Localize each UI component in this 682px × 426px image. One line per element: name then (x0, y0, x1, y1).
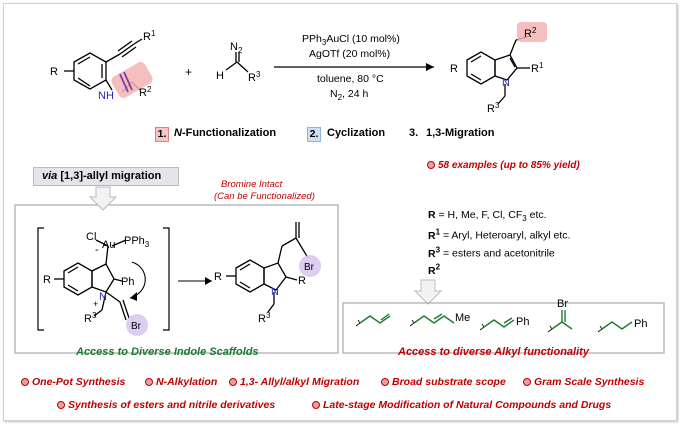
feature-migration: 1,3- Allyl/alkyl Migration (229, 376, 359, 388)
feature-late-stage: Late-stage Modification of Natural Compo… (312, 399, 611, 411)
substituent-r1: R1 = Aryl, Heteroaryl, alkyl etc. (428, 227, 571, 242)
atom-n-prod: N (271, 286, 279, 298)
step-1-badge: 1. (155, 127, 169, 142)
product-atom-r2: R2 (524, 26, 537, 40)
feature-scope: Broad substrate scope (381, 376, 506, 388)
product-atom-n: N (502, 77, 510, 89)
product-atom-r: R (450, 63, 458, 75)
bromine-note-line2: (Can be Functionalized) (214, 191, 315, 202)
atom-pph3: PPh3 (124, 235, 150, 249)
br-highlight-1 (126, 314, 148, 336)
alkyl-label-me: Me (455, 312, 470, 324)
product-atom-r3: R3 (487, 101, 500, 115)
r2-highlight (111, 61, 153, 99)
alkyl-panel-border (342, 302, 665, 354)
alkyl-fragments (355, 310, 633, 333)
step-3-label: 1,3-Migration (426, 127, 495, 139)
substituent-r: R = H, Me, F, Cl, CF3 etc. (428, 209, 547, 224)
atom-minus: - (95, 244, 99, 256)
alkyl-down-arrow (413, 279, 443, 305)
atom-r1: R1 (143, 29, 156, 43)
plus-sign: + (185, 65, 192, 79)
br-highlight-2 (299, 255, 321, 277)
atom-cl: Cl (86, 231, 96, 243)
alkyl-label-ph1: Ph (516, 316, 529, 328)
substituent-r3: R3 = esters and acetonitrile (428, 245, 555, 260)
atom-au: Au (102, 239, 115, 251)
bromine-note-line1: Bromine Intact (221, 179, 283, 190)
intermediate-brackets (37, 227, 170, 331)
mechanism-product (226, 222, 309, 313)
atom-r-prod: R (214, 271, 222, 283)
alkyl-label-ph2: Ph (634, 318, 647, 330)
atom-r: R (50, 66, 58, 78)
via-prefix: via (42, 170, 58, 182)
feature-gram-scale: Gram Scale Synthesis (523, 376, 644, 388)
step-3-num: 3. (409, 127, 419, 139)
condition-additive: AgOTf (20 mol%) (309, 48, 391, 60)
condition-atmosphere: N2, 24 h (330, 88, 369, 103)
atom-n-int: N (99, 291, 107, 303)
substituent-r2: R2 (428, 262, 441, 277)
bond-cleavage-mark (123, 71, 133, 91)
alkyl-label-br: Br (557, 298, 568, 310)
atom-br-int: Br (131, 321, 142, 332)
product-r2-highlight (517, 22, 547, 42)
via-down-arrow (88, 186, 118, 211)
step-1-label: N-Functionalization (174, 127, 277, 139)
outer-frame (3, 3, 677, 421)
product-indole (466, 35, 531, 105)
product-atom-r1: R1 (531, 61, 544, 75)
atom-r-int: R (43, 274, 51, 286)
step-2-badge: 2. (307, 127, 321, 142)
examples-note: 58 examples (up to 85% yield) (427, 160, 580, 171)
mechanism-panel-border (14, 204, 339, 354)
atom-r2: R2 (139, 85, 152, 99)
feature-esters: Synthesis of esters and nitrile derivati… (57, 399, 275, 411)
condition-solvent: toluene, 80 °C (317, 73, 384, 85)
substrate-diazo (225, 52, 249, 73)
atom-r3-int: R3 (84, 311, 97, 325)
atom-r3: R3 (248, 70, 261, 84)
gold-intermediate (54, 239, 130, 321)
atom-n2: N2 (230, 41, 243, 55)
via-allyl-migration-box: via [1,3]-allyl migration (33, 167, 179, 186)
indole-caption: Access to Diverse Indole Scaffolds (76, 346, 259, 358)
atom-nplus: + (93, 299, 98, 309)
atom-r3-prod: R3 (258, 311, 271, 325)
atom-nh: NH (98, 90, 114, 102)
feature-n-alkylation: N-Alkylation (145, 376, 217, 388)
atom-h: H (216, 70, 224, 82)
feature-one-pot: One-Pot Synthesis (21, 376, 125, 388)
alkyl-caption: Access to diverse Alkyl functionality (398, 346, 589, 358)
step-2-label: Cyclization (327, 127, 386, 139)
atom-r-prod2: R (298, 275, 306, 287)
condition-catalyst: PPh3AuCl (10 mol%) (302, 33, 400, 48)
atom-br-prod: Br (304, 262, 315, 273)
via-rest: [1,3]-allyl migration (60, 170, 162, 182)
atom-ph: Ph (121, 276, 134, 288)
